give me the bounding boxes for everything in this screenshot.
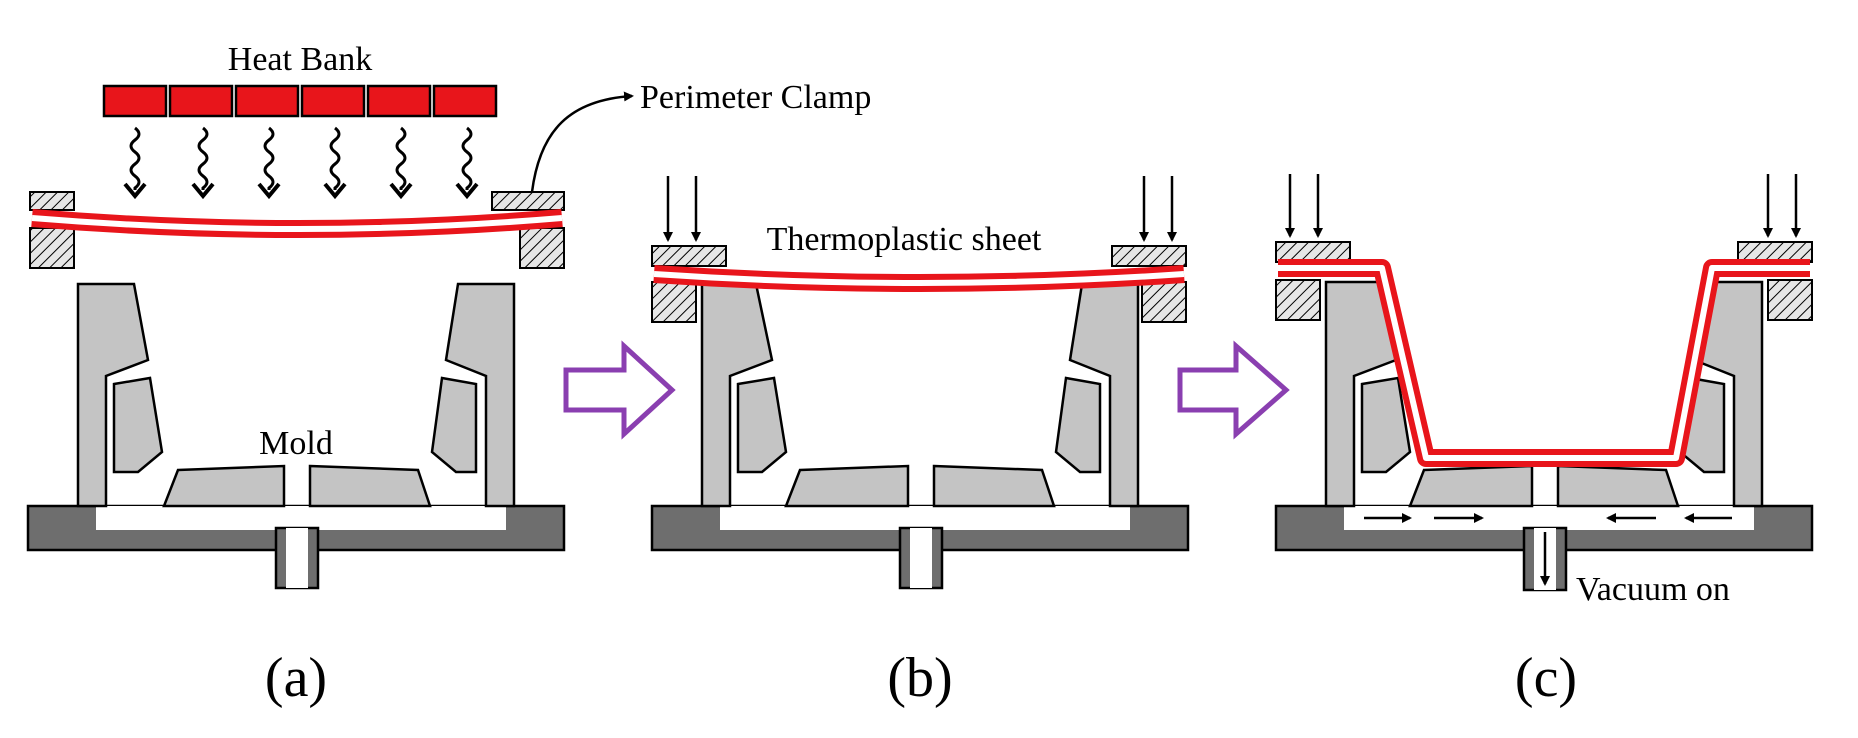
mold-floor-left [1408, 464, 1534, 508]
clamp-bottom-right [519, 227, 565, 269]
clamp-bottom-left [29, 227, 75, 269]
clamp-top-right [1111, 245, 1187, 267]
step-arrow-b-to-c [1177, 340, 1290, 440]
mold-wall-left [76, 282, 150, 508]
sheet-core [653, 271, 1185, 286]
clamp-bottom-left [1275, 279, 1321, 321]
heat-ray [323, 126, 347, 198]
heater-element [234, 84, 300, 118]
mold-insert-left [112, 376, 164, 474]
clamp-force-arrows-right [1763, 174, 1801, 238]
mold-floor-left [162, 464, 286, 508]
perimeter-clamp-label: Perimeter Clamp [640, 79, 871, 116]
panel-label-a: (a) [265, 647, 327, 709]
clamp-force-arrows-left [1285, 174, 1323, 238]
vacuum-on-label: Vacuum on [1576, 571, 1730, 608]
heat-bank-label: Heat Bank [228, 41, 372, 78]
heat-ray [191, 126, 215, 198]
clamp-bottom-right [1141, 281, 1187, 323]
clamp-force-arrows-right [1139, 176, 1177, 242]
mold-floor-left [784, 464, 910, 508]
mold-floor-right [308, 464, 432, 508]
heat-ray [389, 126, 413, 198]
mold-insert-right [1054, 376, 1102, 474]
heat-bank [102, 84, 498, 118]
sheet-core [31, 215, 563, 232]
mold [26, 282, 566, 590]
heater-element [366, 84, 432, 118]
heater-element [168, 84, 234, 118]
mold-insert-right [430, 376, 478, 474]
clamp-top-left [651, 245, 727, 267]
heater-element [300, 84, 366, 118]
heat-ray [455, 126, 479, 198]
heat-ray [123, 126, 147, 198]
panel-a: Heat Bank [26, 41, 871, 709]
panel-label-b: (b) [887, 647, 952, 709]
mold-floor-right [1556, 464, 1680, 508]
thermoplastic-sheet-label: Thermoplastic sheet [767, 221, 1042, 258]
step-arrow-a-to-b [563, 340, 676, 440]
panel-label-c: (c) [1515, 647, 1577, 709]
mold-wall-right [444, 282, 516, 508]
mold-label: Mold [259, 425, 333, 462]
panel-c: Vacuum on (c) [1274, 174, 1814, 709]
heat-ray [257, 126, 281, 198]
mold-floor-right [932, 464, 1056, 508]
clamp-top-left [29, 191, 75, 211]
clamp-bottom-left [651, 281, 697, 323]
mold-insert-left [736, 376, 788, 474]
sheet-core [1278, 265, 1810, 461]
perimeter-clamp-arrow [530, 91, 634, 193]
heater-element [432, 84, 498, 118]
heat-rays [123, 126, 479, 198]
clamp-force-arrows-left [663, 176, 701, 242]
heater-element [102, 84, 168, 118]
panel-b: Thermoplastic sheet (b) [650, 176, 1190, 709]
clamp-bottom-right [1767, 279, 1813, 321]
mold [650, 282, 1190, 590]
clamp-top-right [491, 191, 565, 211]
vacuum-flow-arrows [1364, 513, 1732, 586]
mold-insert-left [1360, 376, 1412, 474]
